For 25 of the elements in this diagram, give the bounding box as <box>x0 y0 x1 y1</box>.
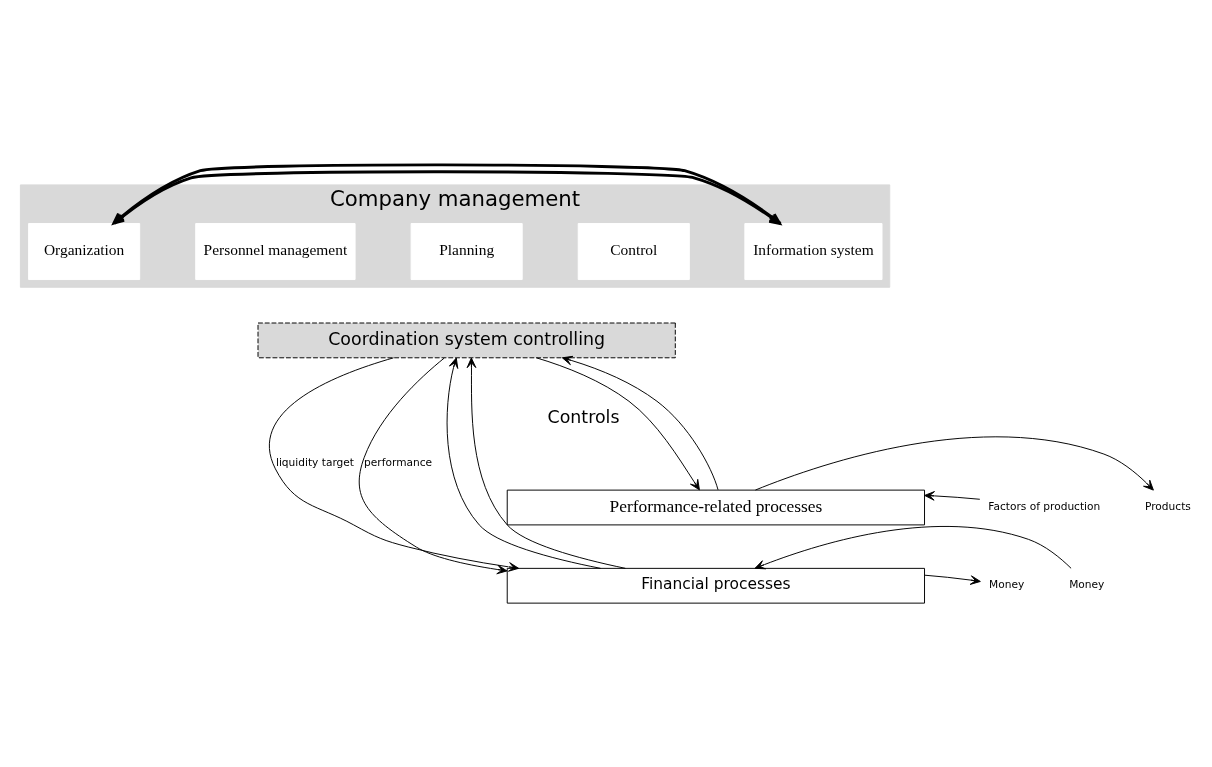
arrow <box>446 357 602 569</box>
edge-label: performance <box>364 455 433 469</box>
node-text: Factors of production <box>988 499 1101 513</box>
arrow <box>754 436 1154 491</box>
node-box: Financial processes <box>506 567 925 604</box>
label: Controls <box>547 406 620 427</box>
node-text: Products <box>1145 499 1191 513</box>
node-box: Planning <box>410 222 523 280</box>
node-box: Personnel management <box>195 222 356 280</box>
arrow <box>561 355 719 490</box>
node-box: Control <box>577 222 690 280</box>
arrow <box>754 525 1072 569</box>
arrow <box>466 357 626 569</box>
node-text: Money <box>989 577 1025 591</box>
edge-label: liquidity target <box>275 455 355 469</box>
node-box: Coordination system controlling <box>257 322 676 358</box>
arrow <box>535 356 700 490</box>
arrow <box>269 356 520 572</box>
node-box: Performance-related processes <box>506 489 925 525</box>
node-box: Information system <box>744 222 883 280</box>
node-text: Money <box>1069 577 1105 591</box>
arrow <box>924 490 981 501</box>
arrow <box>924 574 981 585</box>
arrow <box>358 357 508 574</box>
node-box: Organization <box>28 222 141 280</box>
